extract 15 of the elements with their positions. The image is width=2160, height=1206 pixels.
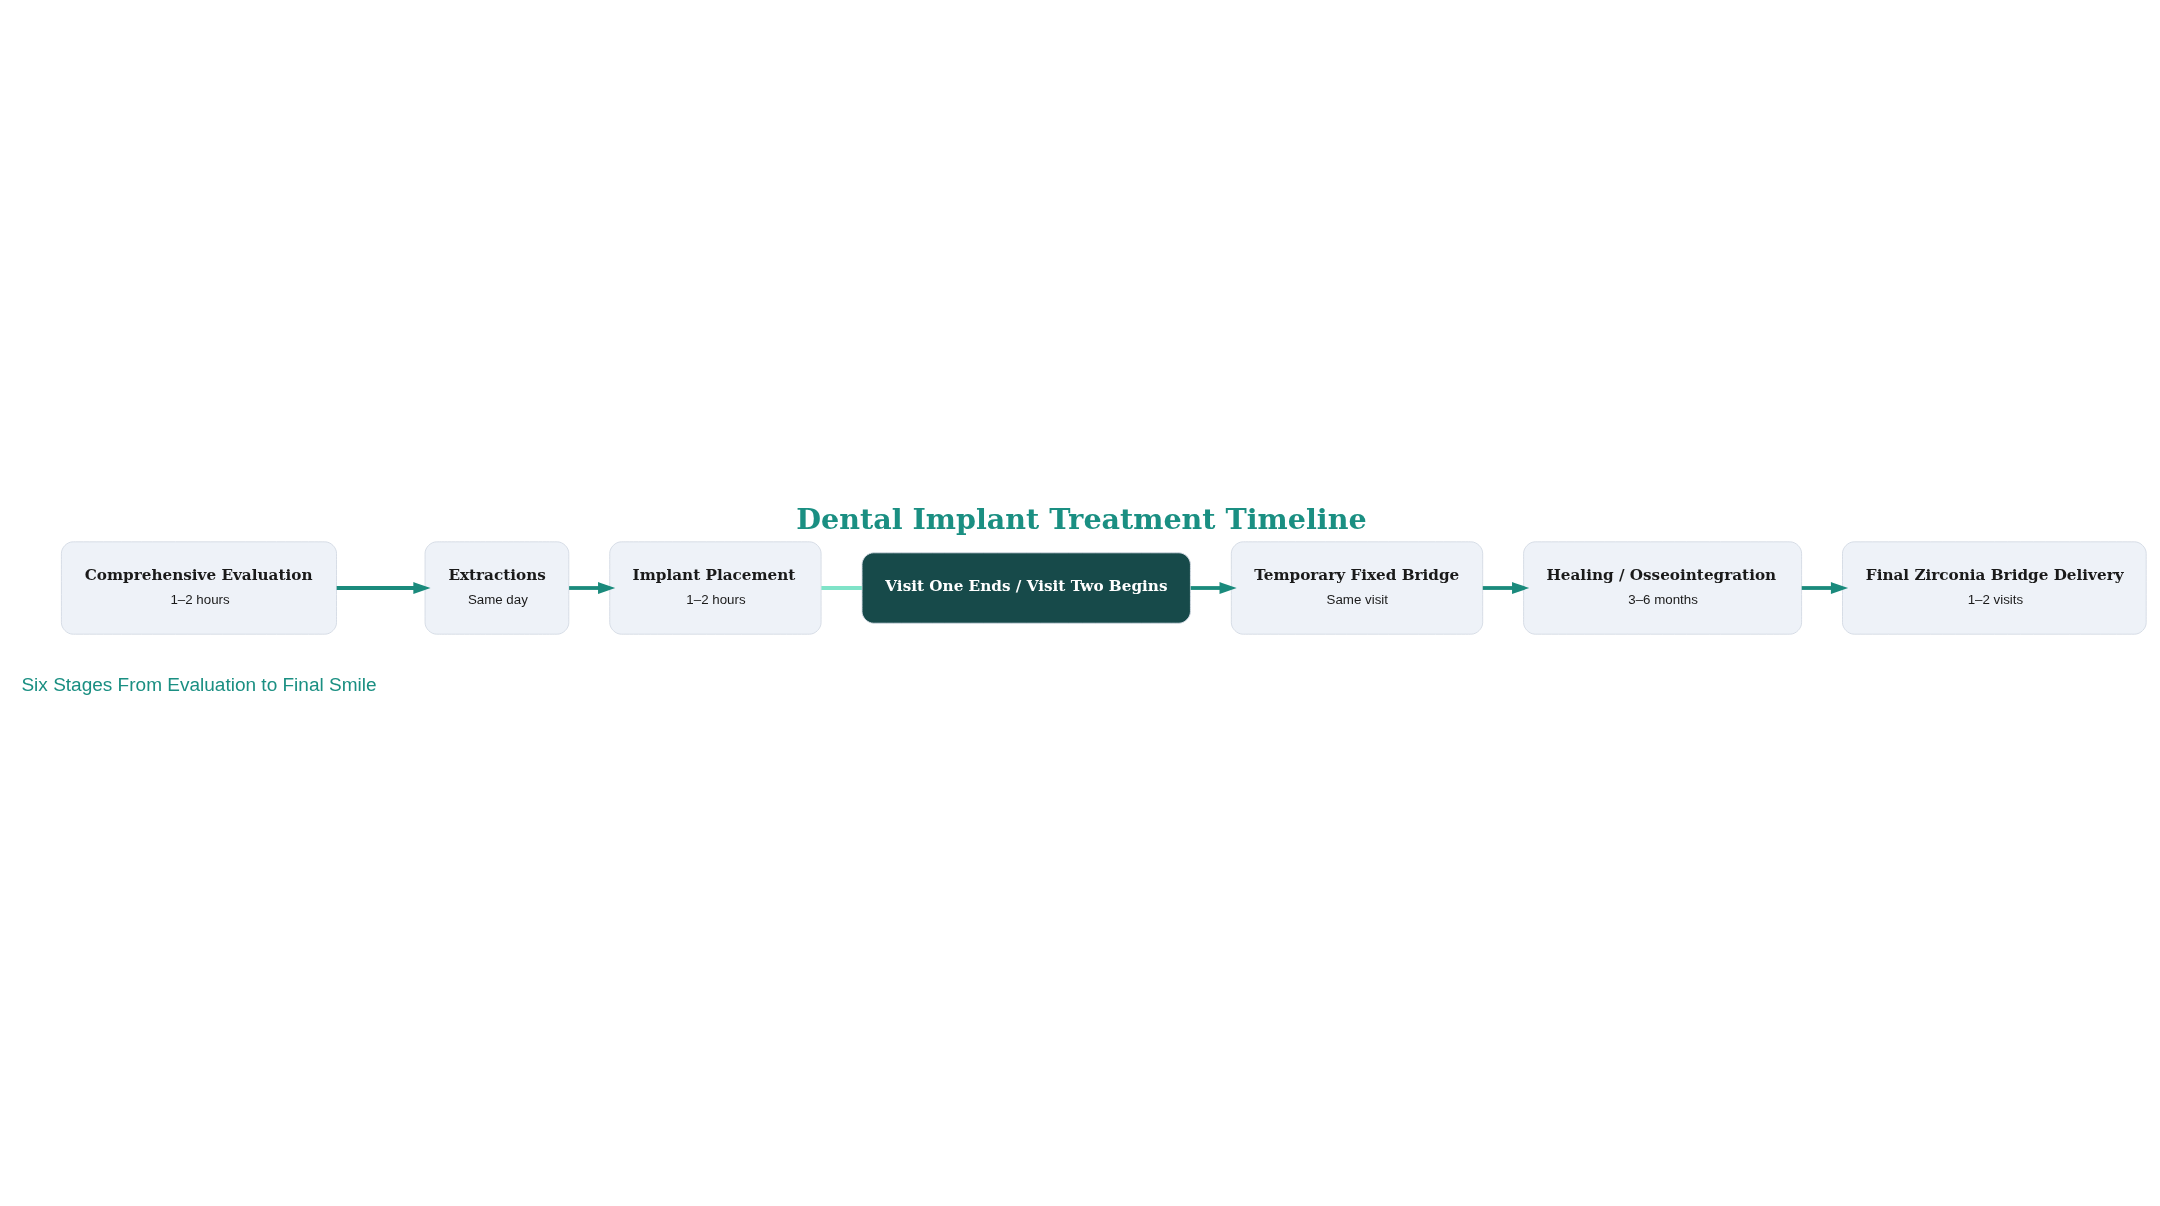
arrow: [1801, 582, 1849, 595]
node-box: Implant Placement 1–2 hours: [609, 541, 822, 635]
node-box: Comprehensive Evaluation 1–2 hours: [60, 541, 337, 635]
arrow: [1190, 582, 1237, 595]
node-box: Final Zirconia Bridge Delivery 1–2 visits: [1842, 541, 2147, 635]
node-box: Healing / Osseointegration 3–6 months: [1523, 541, 1803, 635]
label: Six Stages From Evaluation to Final Smile: [21, 673, 377, 695]
arrow: [1482, 582, 1530, 595]
node-box: Visit One Ends / Visit Two Begins: [861, 552, 1191, 624]
diagram-title: Dental Implant Treatment Timeline: [796, 501, 1367, 536]
arrow: [569, 582, 616, 595]
node-box: Extractions Same day: [424, 541, 570, 635]
node-box: Temporary Fixed Bridge Same visit: [1230, 541, 1484, 635]
connector: [821, 586, 862, 590]
arrow: [336, 582, 431, 595]
